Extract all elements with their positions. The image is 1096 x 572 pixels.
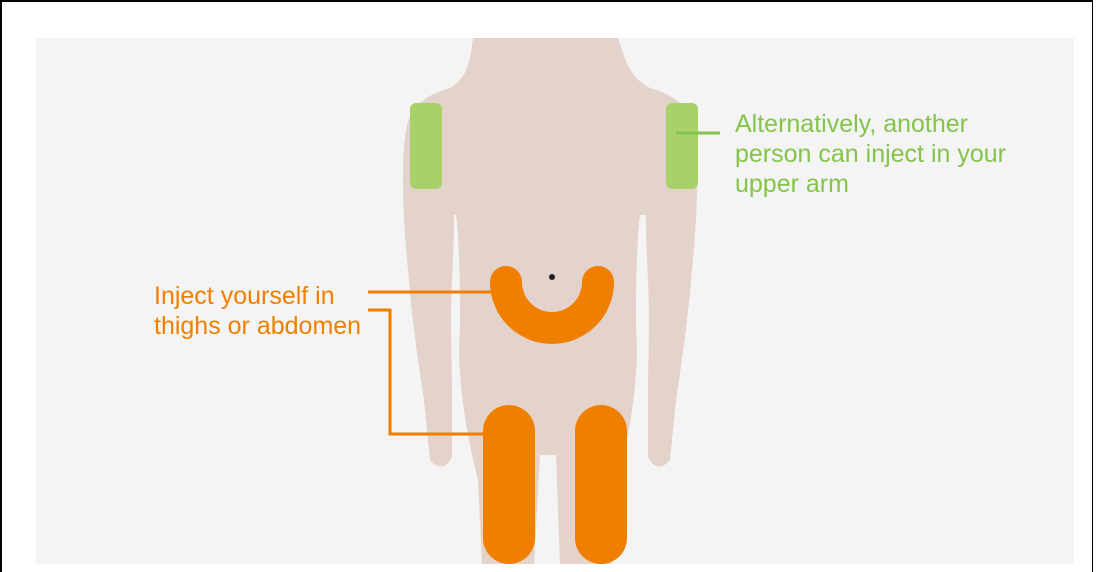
upper-arm-zone-left: [410, 103, 442, 189]
thighs-abdomen-label: Inject yourself in thighs or abdomen: [154, 281, 374, 341]
upper-arm-zone-right: [666, 103, 698, 189]
thigh-zone-left: [483, 405, 535, 564]
body-silhouette: [403, 38, 697, 564]
thigh-zone-right: [575, 405, 627, 564]
upper-arm-label: Alternatively, another person can inject…: [735, 109, 1025, 199]
navel-dot: [549, 274, 555, 280]
